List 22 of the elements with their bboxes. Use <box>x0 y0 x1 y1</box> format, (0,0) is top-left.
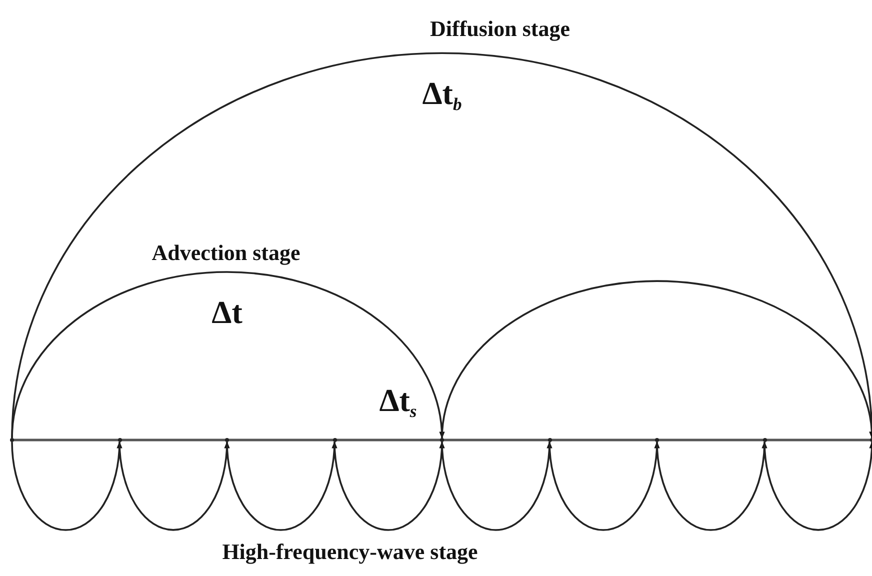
loop-arrow <box>118 441 230 531</box>
time-point <box>548 438 552 442</box>
loop-arrow <box>11 441 122 531</box>
time-point <box>762 438 766 442</box>
time-point <box>118 438 122 442</box>
loop-arrow <box>548 441 660 531</box>
time-point <box>10 438 14 442</box>
loop-arrow <box>441 441 552 531</box>
time-step-label: Δt$_{s}$ <box>379 384 417 421</box>
loop-arrow <box>226 441 338 531</box>
time-point <box>655 438 659 442</box>
loop-arrow <box>764 441 872 531</box>
stage-label: Advection stage <box>152 242 300 264</box>
time-point <box>225 438 229 442</box>
step-arc-arrow <box>441 280 872 439</box>
stage-label: High-frequency-wave stage <box>222 541 478 563</box>
loop-arrow <box>334 441 445 531</box>
stage-label: Diffusion stage <box>430 18 570 40</box>
time-point <box>440 438 444 442</box>
step-arc-arrow <box>11 271 444 439</box>
time-point <box>332 438 336 442</box>
loop-arrow <box>656 441 768 531</box>
